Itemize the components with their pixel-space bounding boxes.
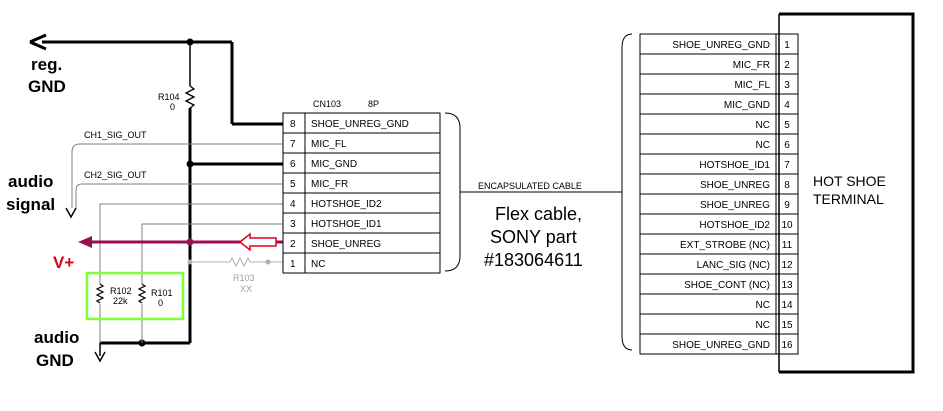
ch1-label: CH1_SIG_OUT bbox=[84, 130, 147, 140]
terminal-pin-number: 11 bbox=[782, 240, 793, 251]
audio-gnd-label-line1: audio bbox=[34, 328, 79, 347]
audio-signal-label-line2: signal bbox=[6, 195, 55, 214]
terminal-title-line1: HOT SHOE bbox=[813, 173, 886, 189]
connector-pin-label: MIC_GND bbox=[311, 159, 357, 170]
connector-pin-number: 1 bbox=[290, 259, 296, 270]
terminal-pin-number: 12 bbox=[781, 260, 793, 271]
vplus-label: V+ bbox=[53, 253, 74, 272]
r103-resistor-icon bbox=[229, 256, 251, 268]
terminal-pin-label: NC bbox=[756, 300, 770, 311]
terminal-pin-number: 13 bbox=[781, 280, 793, 291]
r101-value: 0 bbox=[158, 298, 163, 308]
terminal-pin-number: 4 bbox=[784, 100, 790, 111]
r103-value: XX bbox=[240, 284, 252, 294]
terminal-pin-number: 10 bbox=[781, 220, 793, 231]
terminal-pin-label: SHOE_CONT (NC) bbox=[684, 280, 770, 291]
vplus-arrow-icon bbox=[78, 236, 92, 248]
audio-signal-wires bbox=[71, 143, 283, 345]
terminal-pin-number: 8 bbox=[784, 180, 790, 191]
highlight-box bbox=[85, 271, 185, 321]
terminal-pin-label: NC bbox=[756, 320, 770, 331]
reg-gnd-arrow-icon bbox=[29, 33, 47, 51]
r104-resistor-icon bbox=[184, 85, 196, 109]
audio-gnd-arrow-icon bbox=[94, 351, 106, 363]
vplus-direction-icon bbox=[238, 232, 277, 252]
encapsulated-cable-label: ENCAPSULATED CABLE bbox=[478, 181, 582, 191]
terminal-pin-number: 1 bbox=[784, 40, 790, 51]
reg-gnd-label-line2: GND bbox=[28, 77, 66, 96]
terminal-pin-number: 3 bbox=[784, 80, 790, 91]
reg-gnd-net bbox=[29, 33, 283, 126]
flex-cable-line1: Flex cable, bbox=[495, 204, 582, 224]
audio-gnd-label-line2: GND bbox=[36, 351, 74, 370]
terminal-pin-label: SHOE_UNREG_GND bbox=[672, 340, 770, 351]
connector-pin-label: SHOE_UNREG bbox=[311, 239, 381, 250]
connector-pin-number: 2 bbox=[290, 239, 296, 250]
terminal-pin-label: MIC_FR bbox=[733, 60, 770, 71]
terminal-pin-number: 7 bbox=[784, 160, 790, 171]
terminal-pin-number: 2 bbox=[784, 60, 790, 71]
connector-pin-label: SHOE_UNREG_GND bbox=[311, 119, 409, 130]
terminal-pin-label: EXT_STROBE (NC) bbox=[680, 240, 770, 251]
terminal-pin-number: 5 bbox=[784, 120, 790, 131]
connector-pin-number: 4 bbox=[290, 199, 296, 210]
connector-pin-number: 6 bbox=[290, 159, 296, 170]
cable-bracket-left bbox=[444, 112, 461, 272]
r102-value: 22k bbox=[113, 296, 128, 306]
terminal-pin-label: NC bbox=[756, 140, 770, 151]
terminal-pin-number: 15 bbox=[781, 320, 793, 331]
terminal-pin-label: SHOE_UNREG bbox=[700, 200, 770, 211]
connector-pin-number: 5 bbox=[290, 179, 296, 190]
terminal-pin-number: 6 bbox=[784, 140, 790, 151]
flex-cable-line3: #183064611 bbox=[484, 250, 583, 270]
connector-pin-number: 7 bbox=[290, 139, 296, 150]
junction-dot bbox=[186, 160, 194, 168]
terminal-pin-number: 9 bbox=[784, 200, 790, 211]
connector-pin-number: 3 bbox=[290, 219, 296, 230]
r101-name: R101 bbox=[151, 288, 173, 298]
vplus-net bbox=[78, 232, 283, 252]
terminal-pin-label: SHOE_UNREG bbox=[700, 180, 770, 191]
reg-gnd-label-line1: reg. bbox=[31, 55, 62, 74]
terminal-pin-label: LANC_SIG (NC) bbox=[697, 260, 770, 271]
r103-nc bbox=[187, 256, 283, 268]
connector-pin-number: 8 bbox=[290, 119, 296, 130]
gnd-bus bbox=[100, 42, 283, 347]
connector-pin-label: MIC_FR bbox=[311, 179, 348, 190]
r102-resistor-icon bbox=[95, 283, 105, 304]
cable-bracket-right bbox=[621, 33, 633, 351]
junction-dot bbox=[186, 238, 194, 246]
terminal-pin-number: 14 bbox=[781, 300, 793, 311]
connector-pin-label: MIC_FL bbox=[311, 139, 347, 150]
r103-name: R103 bbox=[233, 273, 255, 283]
junction-dot bbox=[265, 259, 271, 265]
connector-pin-label: NC bbox=[311, 259, 325, 270]
terminal-pin-label: SHOE_UNREG_GND bbox=[672, 40, 770, 51]
r104-value: 0 bbox=[170, 102, 175, 112]
hotshoe-terminal-frame bbox=[779, 12, 915, 374]
terminal-pin-label: HOTSHOE_ID1 bbox=[699, 160, 770, 171]
terminal-pin-label: MIC_FL bbox=[734, 80, 770, 91]
r101-resistor-icon bbox=[137, 283, 147, 304]
terminal-pin-label: NC bbox=[756, 120, 770, 131]
terminal-pin-label: HOTSHOE_ID2 bbox=[699, 220, 770, 231]
flex-cable-line2: SONY part bbox=[490, 227, 577, 247]
audio-signal-label-line1: audio bbox=[8, 172, 53, 191]
connector-name: CN103 bbox=[313, 99, 341, 109]
terminal-title-line2: TERMINAL bbox=[813, 191, 884, 207]
connector-type: 8P bbox=[368, 99, 379, 109]
r102-name: R102 bbox=[110, 286, 132, 296]
audio-signal-arrow-icon bbox=[65, 207, 77, 219]
terminal-pin-label: MIC_GND bbox=[724, 100, 770, 111]
connector-pin-label: HOTSHOE_ID2 bbox=[311, 199, 382, 210]
junction-dot bbox=[187, 259, 193, 265]
terminal-pin-number: 16 bbox=[781, 340, 793, 351]
connector-pin-label: HOTSHOE_ID1 bbox=[311, 219, 382, 230]
r104-name: R104 bbox=[158, 92, 180, 102]
ch2-label: CH2_SIG_OUT bbox=[84, 170, 147, 180]
